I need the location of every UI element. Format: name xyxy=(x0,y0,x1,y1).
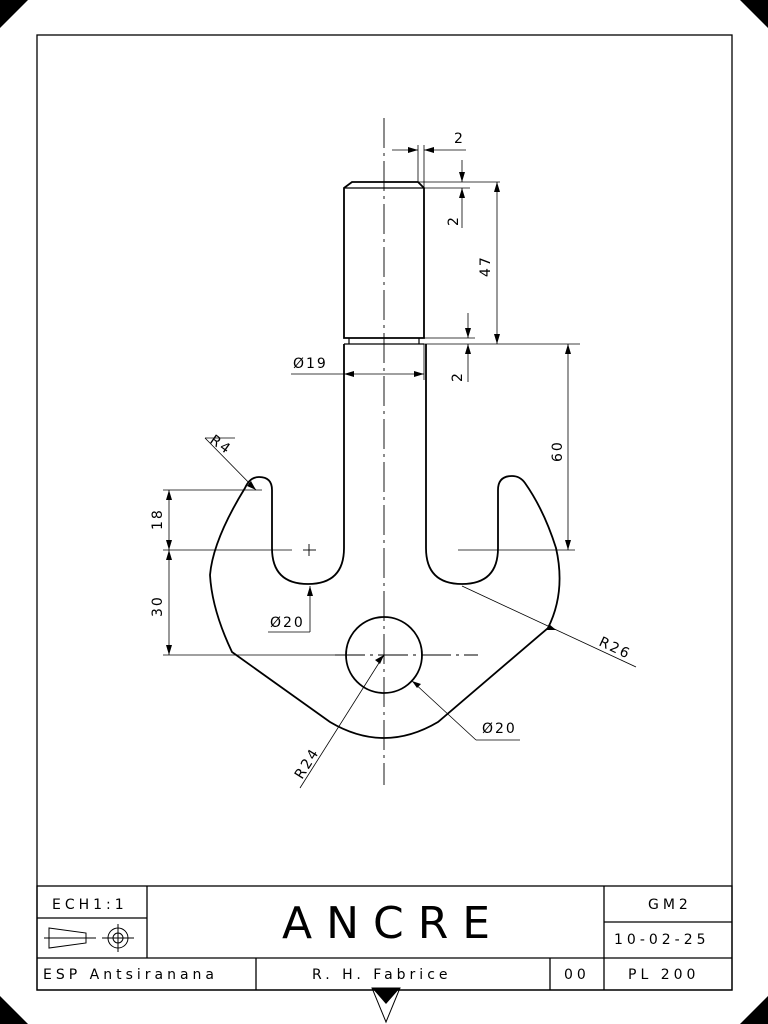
school-label: ESP Antsiranana xyxy=(43,967,218,983)
dim-groove: 2 xyxy=(450,371,466,382)
dim-chamfer-width: 2 xyxy=(454,131,465,147)
scale-label: ECH1:1 xyxy=(52,897,128,913)
dim-neck-length: 60 xyxy=(550,440,566,462)
dim-tip-height: 18 xyxy=(150,508,166,530)
author-label: R. H. Fabrice xyxy=(312,967,452,983)
drawing-title: ANCRE xyxy=(282,898,504,949)
dim-inner-diameter: Ø20 xyxy=(270,615,305,631)
dim-shaft-diameter: Ø19 xyxy=(293,356,328,372)
date-label: 10-02-25 xyxy=(614,932,710,948)
dimension-arrows xyxy=(166,147,571,688)
projection-symbol-icon xyxy=(44,924,134,952)
sheet-number: PL 200 xyxy=(628,967,699,983)
center-hole xyxy=(345,616,423,694)
hook-outline xyxy=(209,344,561,739)
dim-hole-diameter: Ø20 xyxy=(482,721,517,737)
class-label: GM2 xyxy=(648,897,692,913)
dimension-lines xyxy=(163,145,637,789)
dim-shaft-length: 47 xyxy=(478,255,494,277)
dim-chamfer-height: 2 xyxy=(446,215,462,226)
dim-hook-offset: 30 xyxy=(150,595,166,617)
index-label: 00 xyxy=(564,967,590,983)
centering-mark-icon xyxy=(371,987,401,1024)
